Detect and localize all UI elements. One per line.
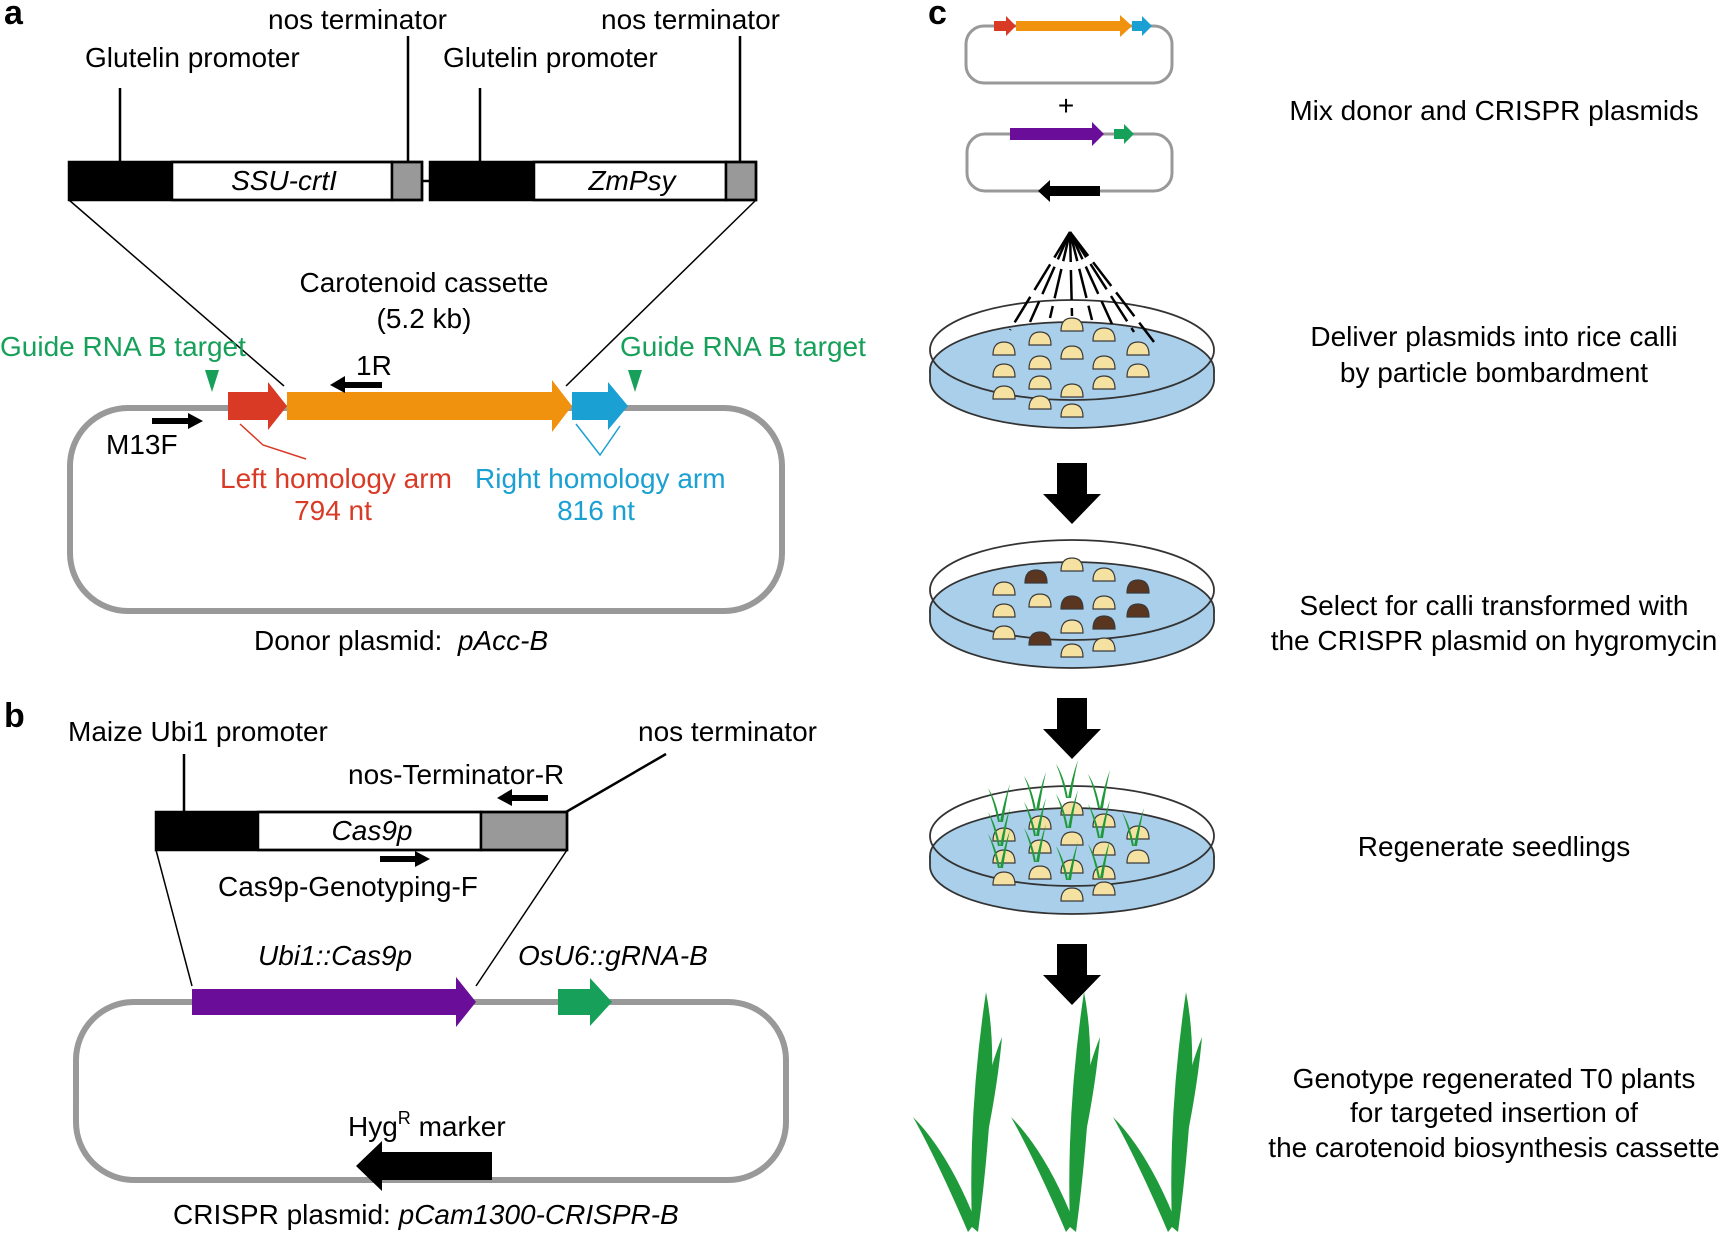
nos-terminator-label: nos terminator (638, 716, 817, 747)
step-deliver-line2: by particle bombardment (1340, 357, 1648, 388)
donor-plasmid-label: Donor plasmid: pAcc-B (254, 625, 548, 656)
step-genotype-line1: Genotype regenerated T0 plants (1293, 1063, 1696, 1094)
step-select-line2: the CRISPR plasmid on hygromycin (1271, 625, 1718, 656)
terminator-label-2: nos terminator (601, 4, 780, 35)
cas9p-genotyping-f-label: Cas9p-Genotyping-F (218, 871, 478, 902)
left-arm-length: 794 nt (294, 495, 372, 526)
panel-a-letter: a (4, 0, 24, 32)
step-genotype-line3: the carotenoid biosynthesis cassette (1268, 1132, 1719, 1163)
left-homology-arm-arrow (228, 382, 287, 430)
guide-target-right-label: Guide RNA B target (620, 331, 866, 362)
cassette-size: (5.2 kb) (377, 303, 472, 334)
guide-target-left-marker (205, 370, 219, 392)
panel-a: a Glutelin promoter nos terminator Glute… (0, 0, 866, 656)
primer-1r-label: 1R (356, 350, 392, 381)
cas9-construct (154, 810, 569, 852)
right-arm-length: 816 nt (557, 495, 635, 526)
step-regenerate: Regenerate seedlings (1358, 831, 1630, 862)
step-arrow-1 (1043, 463, 1101, 524)
left-arm-label: Left homology arm (220, 463, 452, 494)
promoter-label-1: Glutelin promoter (85, 42, 300, 73)
step-select-line1: Select for calli transformed with (1299, 590, 1688, 621)
panel-c-letter: c (928, 0, 947, 32)
step-deliver-line1: Deliver plasmids into rice calli (1310, 321, 1677, 352)
guide-target-right-marker (628, 370, 642, 392)
t0-plants (913, 992, 1202, 1232)
bombardment-dish (929, 231, 1215, 429)
panel-b-letter: b (4, 697, 25, 735)
right-arm-label: Right homology arm (475, 463, 726, 494)
mini-donor-plasmid (964, 15, 1174, 85)
carotenoid-construct (67, 160, 758, 202)
right-homology-arm-arrow (572, 382, 628, 430)
ubi1-cas9p-label: Ubi1::Cas9p (258, 940, 412, 971)
ubi1-promoter-label: Maize Ubi1 promoter (68, 716, 328, 747)
hyg-marker-arrow (356, 1141, 492, 1191)
osu6-grna-b-label: OsU6::gRNA-B (518, 940, 708, 971)
nos-terminator-r-arrow (497, 789, 548, 806)
step-genotype-line2: for targeted insertion of (1350, 1097, 1638, 1128)
grna-b-arrow (558, 978, 612, 1026)
primer-m13f-arrow (152, 413, 203, 429)
crispr-plasmid-label: CRISPR plasmid: pCam1300-CRISPR-B (173, 1199, 679, 1230)
guide-target-left-label: Guide RNA B target (0, 331, 246, 362)
cassette-title: Carotenoid cassette (299, 267, 548, 298)
step-mix-plasmids: Mix donor and CRISPR plasmids (1289, 95, 1698, 126)
promoter-label-2: Glutelin promoter (443, 42, 658, 73)
mini-crispr-plasmid (965, 122, 1174, 202)
carotenoid-cassette-arrow (287, 380, 572, 432)
cas9p-arrow (192, 977, 476, 1027)
primer-m13f-label: M13F (106, 429, 178, 460)
nos-terminator-r-label: nos-Terminator-R (348, 759, 564, 790)
step-arrow-3 (1043, 944, 1101, 1005)
gene-ssu-crti: SSU-crtI (231, 165, 337, 196)
step-arrow-2 (1043, 698, 1101, 759)
plus-sign: + (1058, 90, 1074, 121)
panel-b: b Maize Ubi1 promoter nos terminator nos… (4, 697, 817, 1230)
regeneration-dish (929, 760, 1215, 915)
hyg-marker-label: HygR marker (348, 1108, 506, 1142)
cas9p-genotyping-f-arrow (380, 851, 430, 867)
primer-1r-arrow (330, 376, 382, 393)
gene-zmpsy: ZmPsy (587, 165, 677, 196)
selection-dish (929, 539, 1215, 669)
panel-c: c + (913, 0, 1720, 1232)
terminator-label-1: nos terminator (268, 4, 447, 35)
gene-cas9p: Cas9p (332, 815, 413, 846)
